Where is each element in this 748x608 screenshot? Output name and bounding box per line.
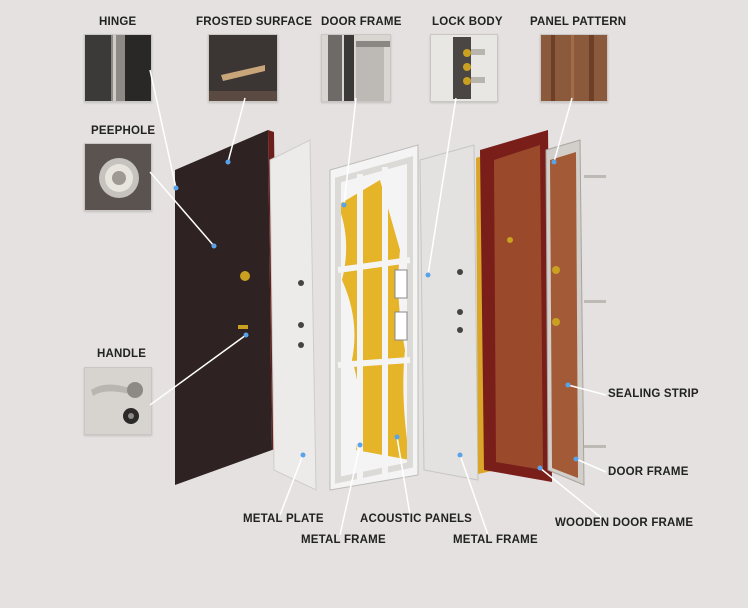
frosted-surface-photo <box>208 34 278 102</box>
metal-plate-layer <box>269 139 317 491</box>
metal-frame-layer <box>329 144 419 491</box>
hinge-photo <box>84 34 152 102</box>
label-wooden-door-frame: WOODEN DOOR FRAME <box>555 517 694 529</box>
peephole-photo <box>84 143 152 211</box>
wooden-door-frame <box>545 139 606 486</box>
door-frame-photo <box>321 34 391 102</box>
lock-body-icon <box>431 35 497 101</box>
label-door-frame-right: DOOR FRAME <box>608 466 689 478</box>
wooden-door-panel <box>480 130 552 482</box>
label-lock-body: LOCK BODY <box>432 16 503 28</box>
label-hinge: HINGE <box>99 16 137 28</box>
label-frosted-surface: FROSTED SURFACE <box>196 16 313 28</box>
lock-body-photo <box>430 34 498 102</box>
label-sealing-strip: SEALING STRIP <box>608 388 699 400</box>
panel-pattern-photo <box>540 34 608 102</box>
label-door-frame-top: DOOR FRAME <box>321 16 402 28</box>
door-frame-icon <box>322 35 390 101</box>
acoustic-fill <box>338 180 410 460</box>
hinge-icon <box>85 35 151 101</box>
panel-pattern-icon <box>541 35 607 101</box>
frosted-surface-icon <box>209 35 277 101</box>
label-metal-frame-left: METAL FRAME <box>301 534 386 546</box>
label-metal-plate: METAL PLATE <box>243 513 324 525</box>
label-acoustic-panels: ACOUSTIC PANELS <box>360 513 473 525</box>
door-handle-icon <box>238 325 248 329</box>
peephole-icon <box>85 144 151 210</box>
label-handle: HANDLE <box>97 348 147 360</box>
handle-icon <box>85 368 151 434</box>
lock-cylinder-icon <box>240 271 250 281</box>
leader-dots <box>173 159 579 471</box>
label-metal-frame-right: METAL FRAME <box>453 534 538 546</box>
metal-frame-plate-layer <box>419 144 479 481</box>
handle-photo <box>84 367 152 435</box>
label-peephole: PEEPHOLE <box>91 125 156 137</box>
leader-lines <box>149 69 607 536</box>
outer-door-leaf <box>175 130 278 485</box>
label-panel-pattern: PANEL PATTERN <box>530 16 627 28</box>
